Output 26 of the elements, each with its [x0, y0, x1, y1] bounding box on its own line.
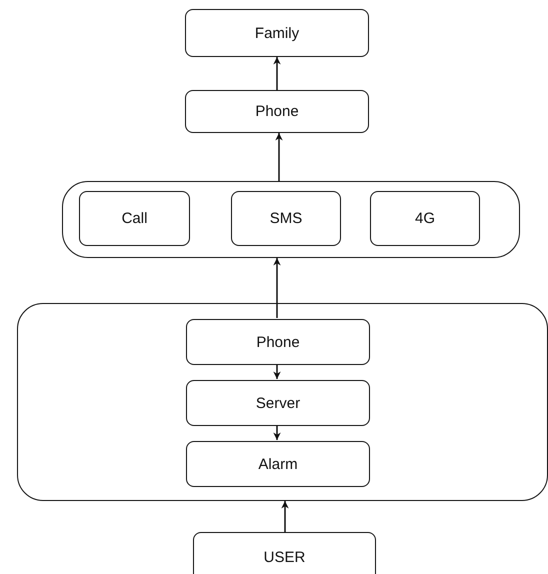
- process-box: [193, 532, 376, 574]
- arrow: [273, 258, 281, 318]
- group-container: [17, 303, 548, 501]
- arrow: [273, 425, 281, 440]
- process-box: [186, 441, 370, 487]
- node-label: Phone: [255, 103, 299, 120]
- group-container: [62, 181, 520, 258]
- process-box: [185, 9, 369, 57]
- node-label: Server: [256, 394, 300, 412]
- arrow: [273, 364, 281, 379]
- arrow: [273, 57, 281, 90]
- node-label: Family: [254, 24, 300, 42]
- node-label: Alarm: [258, 456, 298, 472]
- process-box: [186, 380, 370, 426]
- node-label: 4G: [414, 210, 435, 227]
- arrow: [275, 133, 283, 181]
- process-box: [185, 90, 369, 133]
- node-label: Phone: [256, 334, 300, 350]
- process-box: [370, 191, 480, 246]
- arrow: [281, 501, 289, 532]
- node-label: USER: [264, 548, 306, 566]
- process-box: [186, 319, 370, 365]
- process-box: [79, 191, 190, 246]
- node-label: SMS: [270, 210, 302, 227]
- node-label: Call: [122, 210, 148, 227]
- process-box: [231, 191, 341, 246]
